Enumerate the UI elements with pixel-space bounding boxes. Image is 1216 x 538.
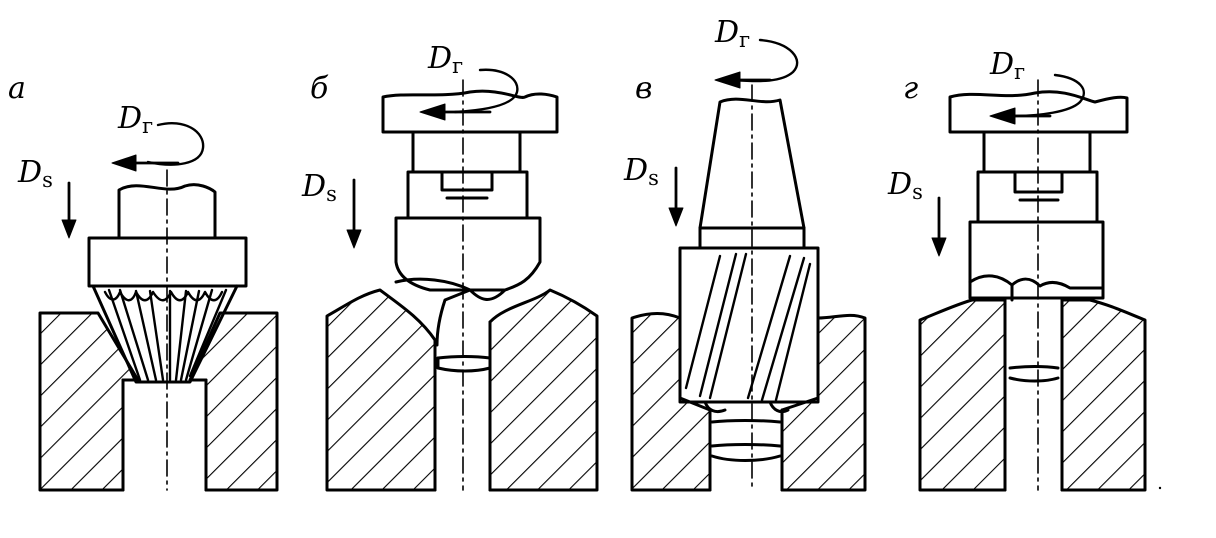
panel-a-feed-symbol: D <box>18 155 43 190</box>
panel-b-drawing <box>325 68 599 492</box>
panel-b-feed-subscript: s <box>326 182 337 206</box>
panel-b-spindle-head <box>381 89 559 134</box>
panel-b-holder <box>411 130 522 174</box>
panel-b-rotation-symbol: D <box>428 41 453 76</box>
panel-b-feed-label: Ds <box>302 172 337 205</box>
panel-d-feed-label: Ds <box>888 170 923 203</box>
panel-b-workpiece-right <box>488 288 599 492</box>
panel-c-feed-label: Ds <box>624 156 659 189</box>
panel-d-feed-subscript: s <box>912 180 923 204</box>
panel-c-letter: в <box>635 71 653 106</box>
panel-d-workpiece-right <box>1060 298 1147 492</box>
panel-b-letter: б <box>310 71 329 106</box>
panel-b-rotation-subscript: г <box>452 54 464 78</box>
panel-d-workpiece-left <box>918 298 1007 492</box>
panel-d-rotation-subscript: г <box>1014 60 1026 84</box>
panel-a-drawing <box>38 122 279 492</box>
panel-c-drawing <box>630 38 867 492</box>
panel-a-feed-label: Ds <box>18 158 53 191</box>
panel-b-rotation-arrow <box>453 68 519 114</box>
panel-a-rotation-subscript: г <box>142 114 154 138</box>
panel-c-cutter-body <box>678 246 820 404</box>
panel-d-rotation-label: Dг <box>990 50 1025 83</box>
panel-a-letter: а <box>8 71 26 106</box>
panel-c-rotation-subscript: г <box>739 28 751 52</box>
panel-b-rotation-label: Dг <box>428 44 463 77</box>
panel-d-spindle-head <box>948 90 1129 134</box>
panel-b-pilot <box>394 277 507 347</box>
panel-c-taper-shank <box>698 97 806 230</box>
panel-a-rotation-symbol: D <box>118 101 143 136</box>
panel-c-feed-subscript: s <box>648 166 659 190</box>
panel-a-feed-subscript: s <box>42 168 53 192</box>
panel-c-rotation-label: Dг <box>715 18 750 51</box>
panel-a-shank <box>117 183 217 240</box>
panel-d-drawing <box>918 73 1147 492</box>
panel-c-workpiece-right <box>780 313 867 492</box>
panel-d-holder <box>982 130 1092 174</box>
panel-b-workpiece-left <box>325 288 437 492</box>
panel-a-rotation-label: Dг <box>118 104 153 137</box>
panel-a-workpiece-right <box>188 311 279 492</box>
panel-a-countersink-cone <box>91 284 239 384</box>
panel-b-feed-symbol: D <box>302 169 327 204</box>
panel-c-rotation-symbol: D <box>715 15 740 50</box>
panel-c-workpiece-left <box>630 312 712 492</box>
panel-d-rotation-symbol: D <box>990 47 1015 82</box>
panel-d-letter: г <box>903 71 919 106</box>
panel-d-feed-symbol: D <box>888 167 913 202</box>
panel-d-cutter-body <box>968 220 1105 300</box>
panel-c-feed-symbol: D <box>624 153 649 188</box>
panel-a-rotation-arrow <box>146 122 205 166</box>
